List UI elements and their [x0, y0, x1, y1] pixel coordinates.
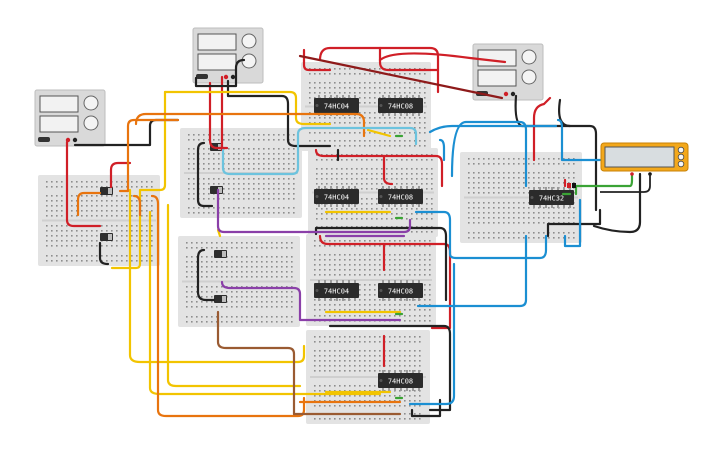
wire-red[interactable] [378, 46, 440, 72]
wire-yellow[interactable] [128, 188, 306, 364]
slide-switch-icon[interactable] [214, 295, 227, 303]
breadboard[interactable] [178, 236, 300, 327]
slide-switch-icon[interactable] [100, 187, 113, 195]
chip-label: 74HC04 [324, 194, 349, 202]
wire-black[interactable] [98, 241, 110, 266]
wire-blue[interactable] [563, 198, 582, 248]
ic-chip-u2[interactable]: 74HC08 [378, 95, 423, 116]
wire-blue[interactable] [416, 234, 528, 308]
wire-orange[interactable] [76, 191, 102, 217]
ic-chip-u4[interactable]: 74HC08 [378, 186, 423, 207]
wire-yellow[interactable] [110, 90, 167, 270]
wire-orange[interactable] [118, 118, 180, 193]
wire-red[interactable] [314, 148, 444, 188]
chip-label: 74HC32 [539, 195, 564, 203]
chip-label: 74HC08 [388, 103, 413, 111]
chip-label: 74HC08 [388, 288, 413, 296]
chip-label: 74HC08 [388, 194, 413, 202]
chip-label: 74HC04 [324, 288, 349, 296]
power-supply-icon[interactable] [472, 43, 544, 101]
wire-red[interactable] [65, 140, 102, 228]
slide-switch-icon[interactable] [214, 250, 227, 258]
wire-yellow[interactable] [163, 90, 332, 126]
wire-blue[interactable] [414, 210, 548, 260]
multimeter-icon[interactable] [600, 142, 689, 193]
wire-yellow[interactable] [148, 210, 382, 396]
wire-black[interactable] [196, 248, 216, 302]
wire-blue[interactable] [438, 138, 446, 162]
wire-black[interactable] [546, 208, 602, 238]
wire-red[interactable] [302, 48, 332, 72]
wire-black[interactable] [226, 79, 332, 148]
ic-chip-u5[interactable]: 74HC04 [314, 280, 359, 301]
chip-label: 74HC08 [388, 378, 413, 386]
wire-black[interactable] [514, 94, 598, 212]
wire-black[interactable] [314, 226, 448, 302]
wire-dark_red[interactable] [298, 54, 504, 100]
slide-switch-icon[interactable] [100, 233, 113, 241]
wire-purple[interactable] [220, 280, 402, 322]
wire-yellow[interactable] [216, 228, 222, 238]
wire-black[interactable] [592, 172, 642, 234]
ic-chip-u6[interactable]: 74HC08 [378, 280, 423, 301]
wire-black[interactable] [410, 398, 442, 418]
wire-red[interactable] [208, 81, 229, 150]
wire-red[interactable] [532, 96, 552, 162]
chip-label: 74HC04 [324, 103, 349, 111]
led-icon [572, 183, 576, 188]
wire-red[interactable] [318, 46, 440, 94]
wire-blue[interactable] [428, 124, 558, 134]
wire-green[interactable] [574, 174, 634, 196]
wire-orange[interactable] [134, 112, 366, 138]
wire-red[interactable] [109, 161, 132, 189]
wire-black[interactable] [196, 141, 214, 208]
ic-chip-u3[interactable]: 74HC04 [314, 186, 359, 207]
wire-blue[interactable] [556, 118, 602, 162]
wire-red[interactable] [382, 154, 394, 186]
wire-lightblue[interactable] [221, 126, 418, 176]
ic-chip-u7[interactable]: 74HC08 [378, 370, 423, 391]
wire-brown[interactable] [216, 310, 296, 416]
ic-chip-u1[interactable]: 74HC04 [314, 95, 359, 116]
wire-orange[interactable] [132, 194, 142, 217]
wire-black[interactable] [194, 58, 246, 88]
wire-yellow[interactable] [366, 128, 392, 138]
wire-purple[interactable] [216, 188, 412, 234]
led-icon [567, 183, 571, 188]
slide-switch-icon[interactable] [210, 186, 223, 194]
wire-red[interactable] [378, 52, 507, 64]
wire-blue[interactable] [408, 262, 456, 406]
ic-chip-u8[interactable]: 74HC32 [529, 187, 574, 208]
wire-black[interactable] [558, 98, 572, 128]
wire-black[interactable] [328, 324, 452, 412]
power-supply-icon[interactable] [34, 89, 106, 147]
wire-yellow[interactable] [166, 203, 302, 388]
power-supply-icon[interactable] [192, 27, 264, 84]
breadboard[interactable] [460, 152, 582, 243]
